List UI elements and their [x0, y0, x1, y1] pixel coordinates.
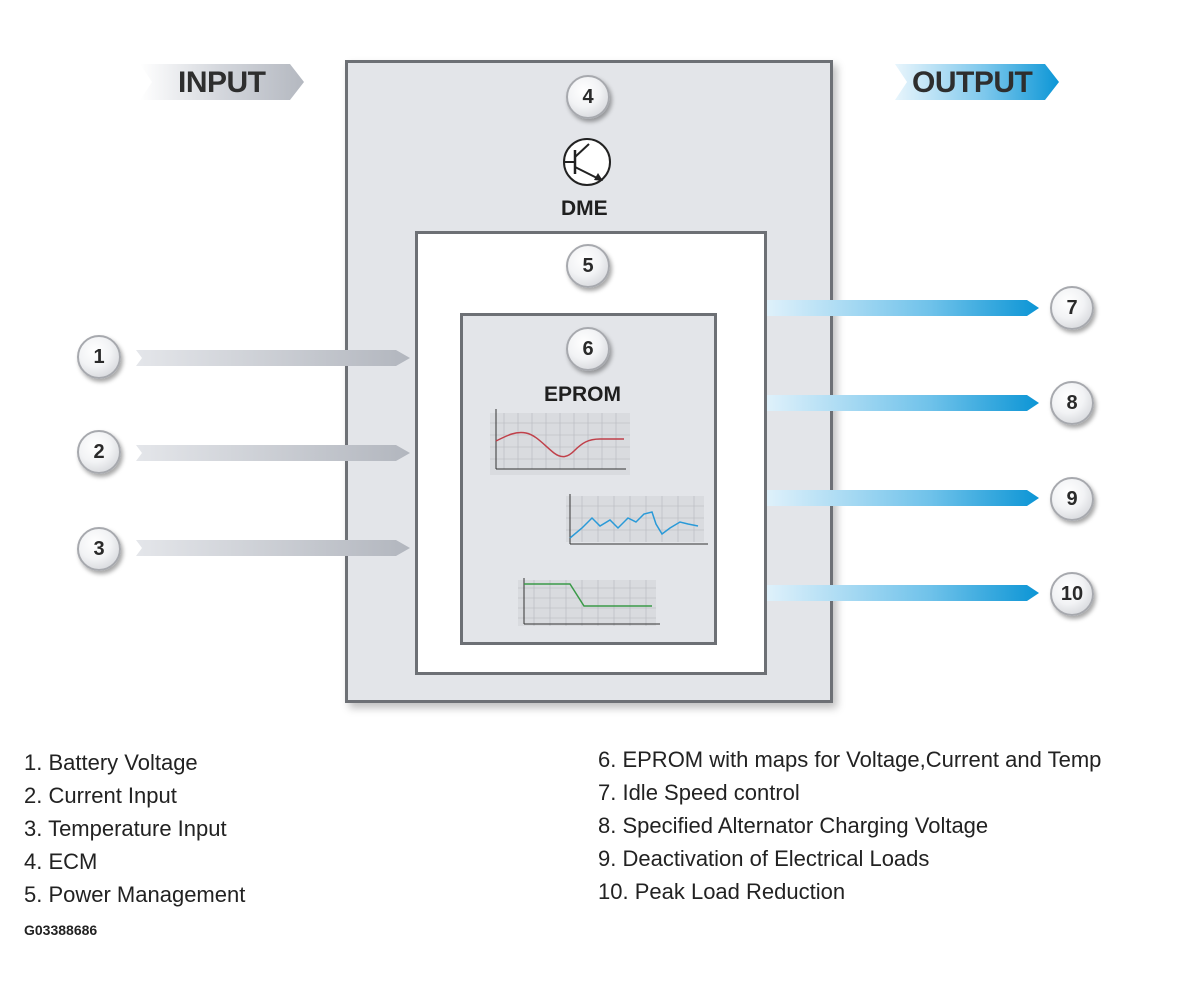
output-badge-8: 8: [1050, 381, 1094, 425]
input-banner: INPUT: [138, 62, 308, 102]
output-arrow-7: [767, 300, 1039, 316]
dme-number-badge: 4: [566, 75, 610, 119]
voltage-map-graph: [490, 409, 630, 475]
legend-item: 7. Idle Speed control: [598, 780, 800, 805]
dme-label: DME: [561, 197, 608, 220]
output-badge-9: 9: [1050, 477, 1094, 521]
legend-item: 5. Power Management: [24, 882, 246, 907]
legend-item: 4. ECM: [24, 849, 98, 874]
legend-item: 1. Battery Voltage: [24, 750, 198, 775]
input-banner-label: INPUT: [178, 66, 266, 99]
output-arrow-8: [767, 395, 1039, 411]
output-arrow-10: [767, 585, 1039, 601]
input-badge-1: 1: [77, 335, 121, 379]
input-arrow-1: [136, 350, 410, 366]
current-map-curve: [569, 511, 699, 539]
eprom-label: EPROM: [544, 383, 622, 406]
legend-item: 3. Temperature Input: [24, 816, 227, 841]
input-arrow-2: [136, 445, 410, 461]
temperature-map-graph: [518, 578, 660, 626]
output-badge-7: 7: [1050, 286, 1094, 330]
legend-item: 8. Specified Alternator Charging Voltage: [598, 813, 989, 838]
legend-right: 6. EPROM with maps for Voltage,Current a…: [598, 743, 1101, 908]
current-map-graph: [566, 494, 708, 545]
output-arrow-9: [767, 490, 1039, 506]
transistor-icon: [563, 138, 611, 186]
legend-item: 2. Current Input: [24, 783, 177, 808]
input-arrow-3: [136, 540, 410, 556]
power-management-number-badge: 5: [566, 244, 610, 288]
input-badge-2: 2: [77, 430, 121, 474]
input-banner-shape: [140, 64, 304, 100]
output-banner: OUTPUT: [893, 62, 1063, 102]
temperature-map-curve: [524, 583, 652, 607]
output-banner-shape: [895, 64, 1059, 100]
legend-item: 9. Deactivation of Electrical Loads: [598, 846, 930, 871]
output-banner-label: OUTPUT: [912, 66, 1033, 99]
voltage-map-curve: [495, 431, 624, 458]
output-badge-10: 10: [1050, 572, 1094, 616]
legend-item: 6. EPROM with maps for Voltage,Current a…: [598, 747, 1102, 772]
legend-left: 1. Battery Voltage 2. Current Input 3. T…: [24, 746, 245, 911]
figure-code: G03388686: [24, 922, 98, 938]
eprom-number-badge: 6: [566, 327, 610, 371]
legend-item: 10. Peak Load Reduction: [598, 879, 846, 904]
input-badge-3: 3: [77, 527, 121, 571]
